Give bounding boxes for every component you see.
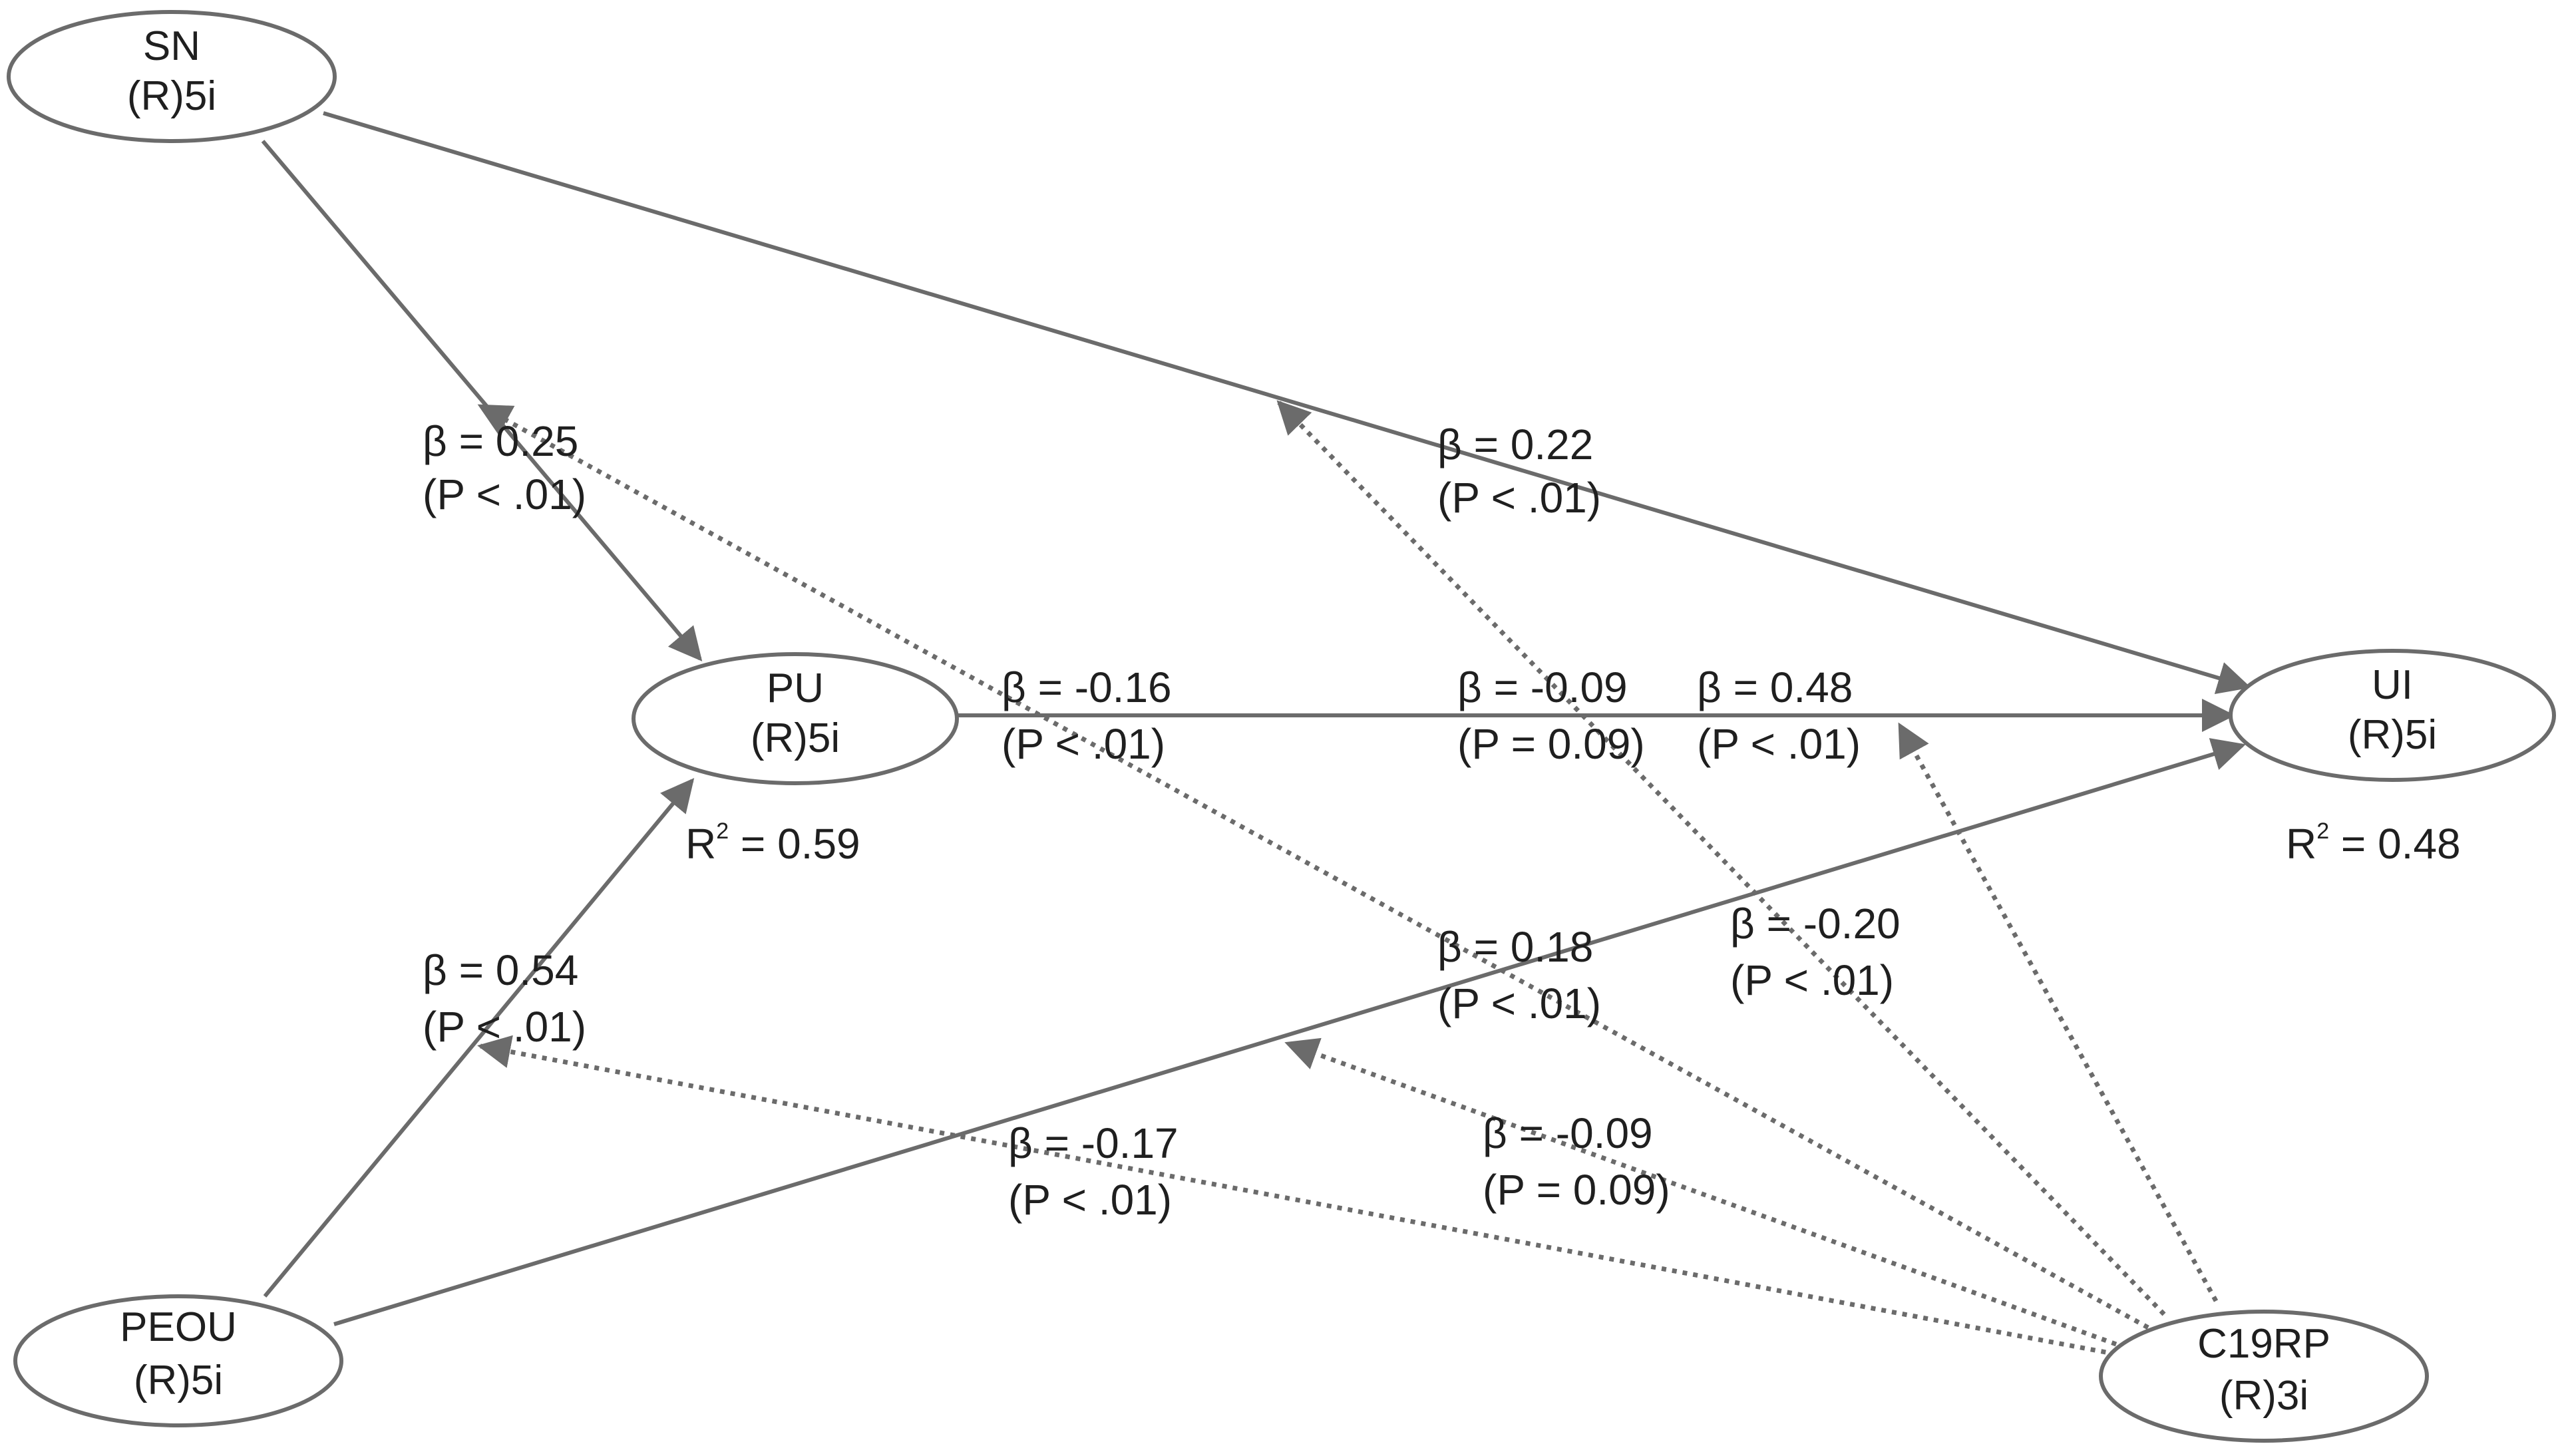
ui-r2-sup: 2 (2316, 819, 2329, 844)
ui-r-squared: R2 = 0.48 (2286, 819, 2461, 868)
pu-r2-prefix: R (685, 820, 716, 868)
node-c19rp-indicators: (R)3i (2219, 1373, 2308, 1419)
node-peou-name: PEOU (120, 1304, 237, 1350)
coef-sn-ui-p: (P < .01) (1437, 474, 1601, 522)
coef-c19rp-pu-ui-p: (P < .01) (1730, 956, 1894, 1004)
coef-sn-ui: β = 0.22 (P < .01) (1437, 421, 1601, 522)
coef-c19rp-peou-pu-p: (P < .01) (1008, 1176, 1172, 1224)
coef-c19rp-peou-pu: β = -0.17 (P < .01) (1008, 1119, 1179, 1224)
coef-c19rp-sn-ui-beta: β = -0.09 (1457, 663, 1628, 711)
coef-pu-ui-beta: β = 0.48 (1697, 663, 1853, 711)
path-sn-pu (261, 140, 703, 661)
node-sn-name: SN (143, 23, 200, 69)
coef-c19rp-pu-ui: β = -0.20 (P < .01) (1730, 900, 1901, 1004)
coef-c19rp-peou-pu-beta: β = -0.17 (1008, 1119, 1179, 1167)
coef-sn-pu-beta: β = 0.25 (423, 417, 578, 465)
node-ui-indicators: (R)5i (2348, 712, 2437, 758)
moderation-c19rp-pu-ui (1897, 722, 2219, 1302)
coef-c19rp-sn-pu-p: (P < .01) (1002, 720, 1165, 768)
coef-c19rp-peou-ui-p: (P = 0.09) (1483, 1166, 1670, 1214)
coef-peou-ui-beta: β = 0.18 (1437, 923, 1593, 971)
coef-peou-ui: β = 0.18 (P < .01) (1437, 923, 1601, 1027)
coef-sn-pu-p: (P < .01) (423, 470, 586, 518)
coef-peou-ui-p: (P < .01) (1437, 980, 1601, 1027)
moderation-c19rp-peou-pu (477, 1035, 2117, 1357)
node-sn-indicators: (R)5i (127, 73, 216, 119)
coef-c19rp-sn-pu-beta: β = -0.16 (1002, 663, 1172, 711)
coef-peou-pu-p: (P < .01) (423, 1003, 586, 1051)
pu-r2-value: = 0.59 (729, 820, 860, 868)
moderation-c19rp-sn-ui (1276, 400, 2166, 1316)
node-peou-indicators: (R)5i (134, 1358, 223, 1403)
path-peou-ui (333, 738, 2246, 1326)
node-pu-name: PU (767, 665, 824, 711)
node-pu-indicators: (R)5i (751, 715, 840, 761)
coef-c19rp-peou-ui: β = -0.09 (P = 0.09) (1483, 1109, 1670, 1214)
pu-r2-sup: 2 (716, 819, 729, 844)
path-sn-ui (323, 111, 2251, 695)
coef-c19rp-sn-ui: β = -0.09 (P = 0.09) (1457, 663, 1645, 768)
node-ui: UI (R)5i (2229, 649, 2556, 782)
ui-r2-prefix: R (2286, 820, 2316, 868)
coef-pu-ui: β = 0.48 (P < .01) (1697, 663, 1861, 768)
node-ui-name: UI (2372, 662, 2413, 708)
moderation-c19rp-peou-ui (1284, 1037, 2117, 1347)
coef-sn-pu: β = 0.25 (P < .01) (423, 417, 586, 518)
pu-r-squared: R2 = 0.59 (685, 819, 860, 868)
node-peou: PEOU (R)5i (13, 1294, 343, 1427)
coef-c19rp-pu-ui-beta: β = -0.20 (1730, 900, 1901, 948)
coef-pu-ui-p: (P < .01) (1697, 720, 1861, 768)
ui-r2-value: = 0.48 (2329, 820, 2461, 868)
node-pu: PU (R)5i (632, 652, 959, 785)
coef-peou-pu: β = 0.54 (P < .01) (423, 946, 586, 1051)
node-c19rp-name: C19RP (2197, 1321, 2330, 1367)
coef-c19rp-sn-pu: β = -0.16 (P < .01) (1002, 663, 1172, 768)
node-c19rp: C19RP (R)3i (2099, 1310, 2429, 1443)
coef-c19rp-sn-ui-p: (P = 0.09) (1457, 720, 1645, 768)
node-sn: SN (R)5i (7, 10, 337, 143)
coef-peou-pu-beta: β = 0.54 (423, 946, 578, 994)
coef-c19rp-peou-ui-beta: β = -0.09 (1483, 1109, 1653, 1157)
moderation-c19rp-sn-pu (477, 403, 2149, 1330)
coef-sn-ui-beta: β = 0.22 (1437, 421, 1593, 468)
